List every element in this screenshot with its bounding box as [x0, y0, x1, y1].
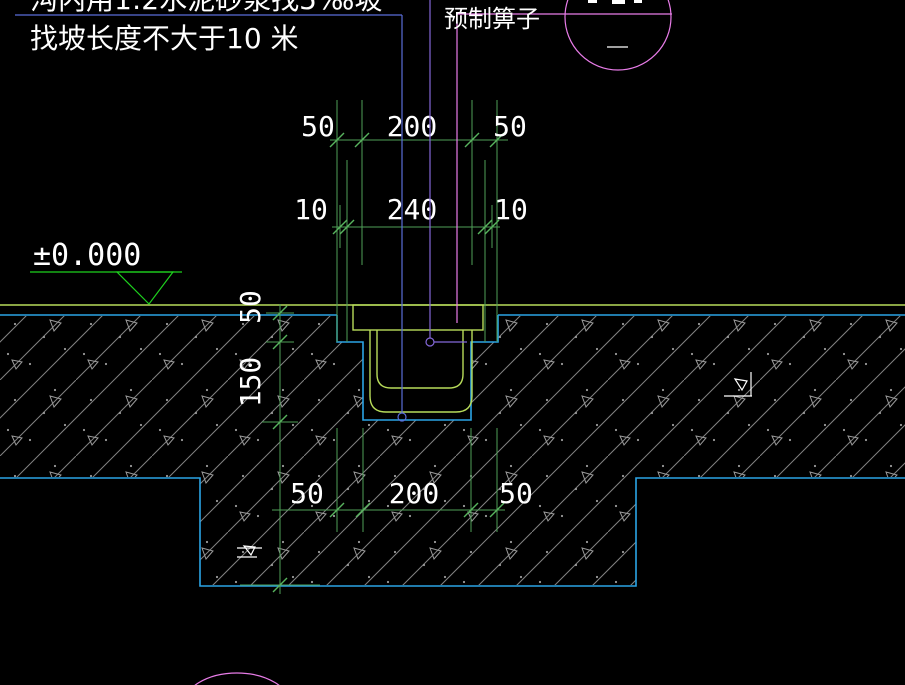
grate-seat: [352, 304, 484, 331]
bottom-callout-arc: [194, 672, 280, 685]
grate-callout: 预制箅子: [444, 5, 672, 323]
dimension-row-top: 50 200 50: [301, 100, 527, 342]
note-block: 沟内用1:2水泥砂浆找5‰坡 找坡长度不大于10 米: [15, 0, 402, 55]
white-hatch-symbol-right: [724, 372, 752, 397]
channel-inner-wall: [376, 330, 464, 389]
note-line1-partial: 沟内用1:2水泥砂浆找5‰坡: [30, 0, 382, 16]
dim-bottom-right: 50: [499, 477, 533, 510]
dimension-row-bottom: 50 200 50: [272, 428, 533, 532]
level-label: ±0.000: [33, 238, 141, 273]
level-marker: ±0.000: [30, 238, 182, 305]
dim-mid-center: 240: [387, 193, 438, 226]
trench-outline: [336, 315, 499, 421]
footing-outline: [0, 477, 905, 587]
leader-lines: [397, 0, 467, 422]
detail-number-clipped: [588, 0, 597, 3]
dim-mid-left: 10: [294, 193, 328, 226]
concrete-hatch-region: [0, 316, 905, 585]
dim-bottom-center: 200: [389, 477, 440, 510]
dim-vert-150: 150: [234, 357, 267, 408]
channel-outer-wall: [369, 330, 473, 413]
dim-bottom-left: 50: [290, 477, 324, 510]
white-hatch-symbol-left: [237, 545, 262, 558]
detail-callout-circle: [564, 0, 672, 71]
dim-top-center: 200: [387, 110, 438, 143]
dim-top-right: 50: [493, 110, 527, 143]
dimension-row-middle: 10 240 10: [294, 160, 528, 342]
grate-label: 预制箅子: [444, 5, 540, 33]
note-line2: 找坡长度不大于10 米: [30, 22, 299, 55]
dim-vert-50: 50: [234, 290, 267, 324]
dim-top-left: 50: [301, 110, 335, 143]
dimension-vertical: 50 150: [234, 290, 320, 594]
level-triangle-icon: [115, 271, 175, 305]
dim-mid-right: 10: [494, 193, 528, 226]
